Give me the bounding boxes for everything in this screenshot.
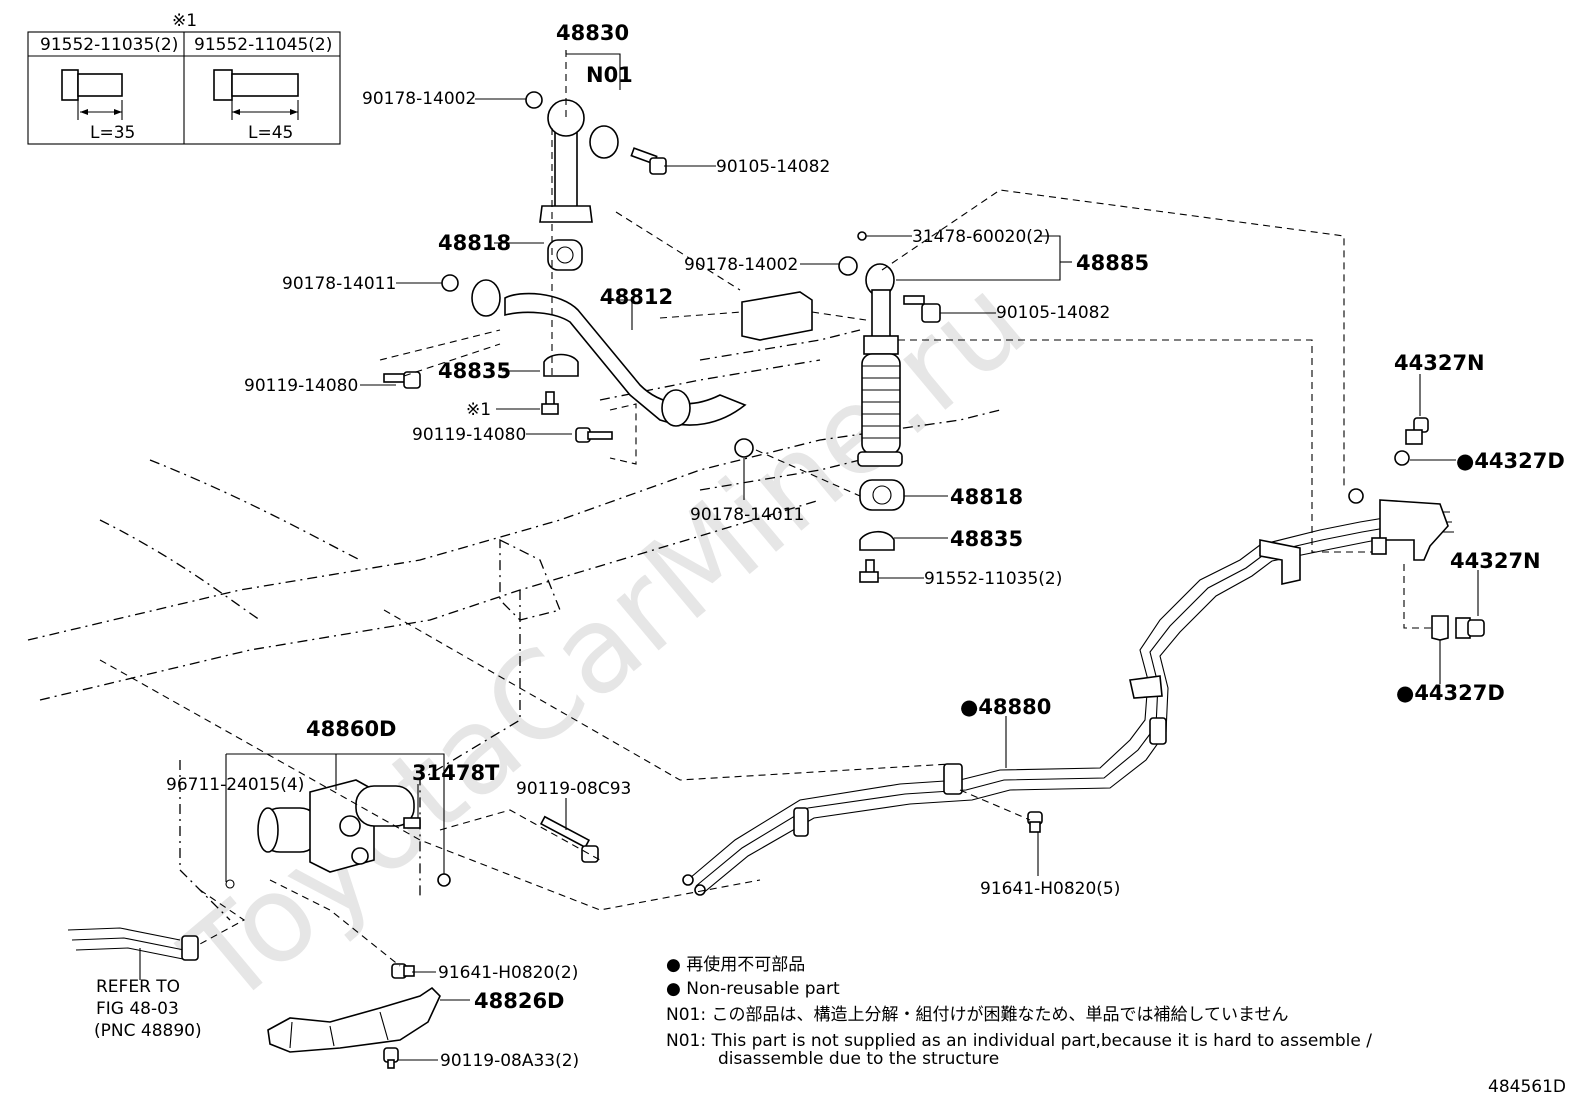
bolt-91641-H0820-5-icon xyxy=(1027,811,1043,833)
mount-bracket-icon xyxy=(741,291,813,341)
washer-44327D-a-icon xyxy=(1394,450,1410,466)
bolt-91552-11035-icon xyxy=(859,559,879,583)
label-90178-14002-b: 90178-14002 xyxy=(684,255,798,275)
label-90105-14082-b: 90105-14082 xyxy=(996,303,1110,323)
inset-right-length: L=45 xyxy=(248,123,293,143)
label-96711-24015: 96711-24015(4) xyxy=(166,775,304,795)
stabilizer-link-48830 xyxy=(525,91,619,223)
leader-lines xyxy=(139,50,1479,1061)
bolt-90119-14080-b-icon xyxy=(575,427,613,443)
legend-n01-jp: N01: この部品は、構造上分解・組付けが困難なため、単品では補給していません xyxy=(666,1005,1288,1025)
label-90178-14002-a: 90178-14002 xyxy=(362,89,476,109)
actuator-48860D xyxy=(257,779,421,873)
label-48835-b: 48835 xyxy=(950,527,1023,551)
label-mark1: ※1 xyxy=(466,400,491,420)
figure-id: 484561D xyxy=(1488,1077,1566,1097)
washer-44327D-b-icon xyxy=(1431,615,1449,641)
label-48885: 48885 xyxy=(1076,251,1149,275)
bolt-l45-icon xyxy=(213,69,299,120)
label-48818-b: 48818 xyxy=(950,485,1023,509)
legend: ● 再使用不可部品 ● Non-reusable part N01: この部品は… xyxy=(666,954,1372,1069)
label-90105-14082-a: 90105-14082 xyxy=(716,157,830,177)
legend-n01-en-2: disassemble due to the structure xyxy=(718,1049,999,1069)
label-90178-14011-a: 90178-14011 xyxy=(282,274,396,294)
bolt-91641-H0820-2-icon xyxy=(391,963,415,979)
label-44327D-a: ●44327D xyxy=(1456,449,1565,473)
bolt-44327N-b-icon xyxy=(1455,617,1485,639)
plug-31478T-icon xyxy=(437,873,451,887)
label-91641-H0820-5: 91641-H0820(5) xyxy=(980,879,1120,899)
hydraulic-line-48880 xyxy=(682,488,1454,896)
label-44327N-b: 44327N xyxy=(1450,549,1541,573)
label-48830: 48830 xyxy=(556,21,629,45)
label-44327N-a: 44327N xyxy=(1394,351,1485,375)
label-refer-3: (PNC 48890) xyxy=(94,1021,202,1041)
label-31478-60020: 31478-60020(2) xyxy=(912,227,1050,247)
inset-left-length: L=35 xyxy=(90,123,135,143)
protector-48826D xyxy=(267,986,441,1053)
bolt-l35-icon xyxy=(61,69,123,120)
bolt-length-inset: ※1 91552-11035(2) 91552-11045(2) L=35 L=… xyxy=(27,11,341,145)
bracket-48835-lower-icon xyxy=(859,530,895,551)
vehicle-frame-outline xyxy=(27,329,1001,921)
nut-90178-14011-a-icon xyxy=(441,274,459,292)
inset-mark: ※1 xyxy=(172,11,197,31)
bolt-90119-08A33-icon xyxy=(383,1047,399,1069)
bolt-mark1-icon xyxy=(541,391,559,415)
label-48818-a: 48818 xyxy=(438,231,511,255)
guide-dashed-lines xyxy=(99,128,1432,967)
nut-96711-icon xyxy=(225,879,235,889)
label-90119-14080-b: 90119-14080 xyxy=(412,425,526,445)
label-91552-11035: 91552-11035(2) xyxy=(924,569,1062,589)
label-90178-14011-b: 90178-14011 xyxy=(690,505,804,525)
refer-fig-48-03-lines xyxy=(67,927,199,961)
inset-left-part: 91552-11035(2) xyxy=(40,35,178,55)
label-48826D: 48826D xyxy=(474,989,565,1013)
legend-en-nonreusable: ● Non-reusable part xyxy=(666,979,840,999)
watermark: ToyotaCarMine.ru xyxy=(159,252,1052,1033)
legend-n01-en-1: N01: This part is not supplied as an ind… xyxy=(666,1031,1372,1051)
stabilizer-bar-48812 xyxy=(471,279,747,427)
bolt-90119-14080-a-icon xyxy=(383,371,421,389)
nut-90178-14011-b-icon xyxy=(734,438,754,458)
shock-absorber-48885 xyxy=(838,231,941,467)
label-91641-H0820-2: 91641-H0820(2) xyxy=(438,963,578,983)
inset-right-part: 91552-11045(2) xyxy=(194,35,332,55)
label-refer-2: FIG 48-03 xyxy=(96,999,179,1019)
label-48860D: 48860D xyxy=(306,717,397,741)
label-48880: ●48880 xyxy=(960,695,1051,719)
legend-jp-nonreusable: ● 再使用不可部品 xyxy=(666,954,805,975)
bracket-48835-upper-icon xyxy=(543,353,579,377)
label-90119-08A33: 90119-08A33(2) xyxy=(440,1051,579,1071)
label-44327D-b: ●44327D xyxy=(1396,681,1505,705)
bushing-48818-upper-icon xyxy=(547,239,583,271)
bolt-90119-08C93-icon xyxy=(539,815,599,863)
label-48835-a: 48835 xyxy=(438,359,511,383)
label-48812: 48812 xyxy=(600,285,673,309)
label-refer-1: REFER TO xyxy=(96,977,180,997)
bolt-90105-14082-a-icon xyxy=(630,147,667,175)
label-n01: N01 xyxy=(586,63,633,87)
label-31478T: 31478T xyxy=(412,761,500,785)
bushing-48818-lower-icon xyxy=(859,479,905,511)
bolt-44327N-a-icon xyxy=(1405,417,1429,445)
label-90119-08C93: 90119-08C93 xyxy=(516,779,631,799)
label-90119-14080-a: 90119-14080 xyxy=(244,376,358,396)
